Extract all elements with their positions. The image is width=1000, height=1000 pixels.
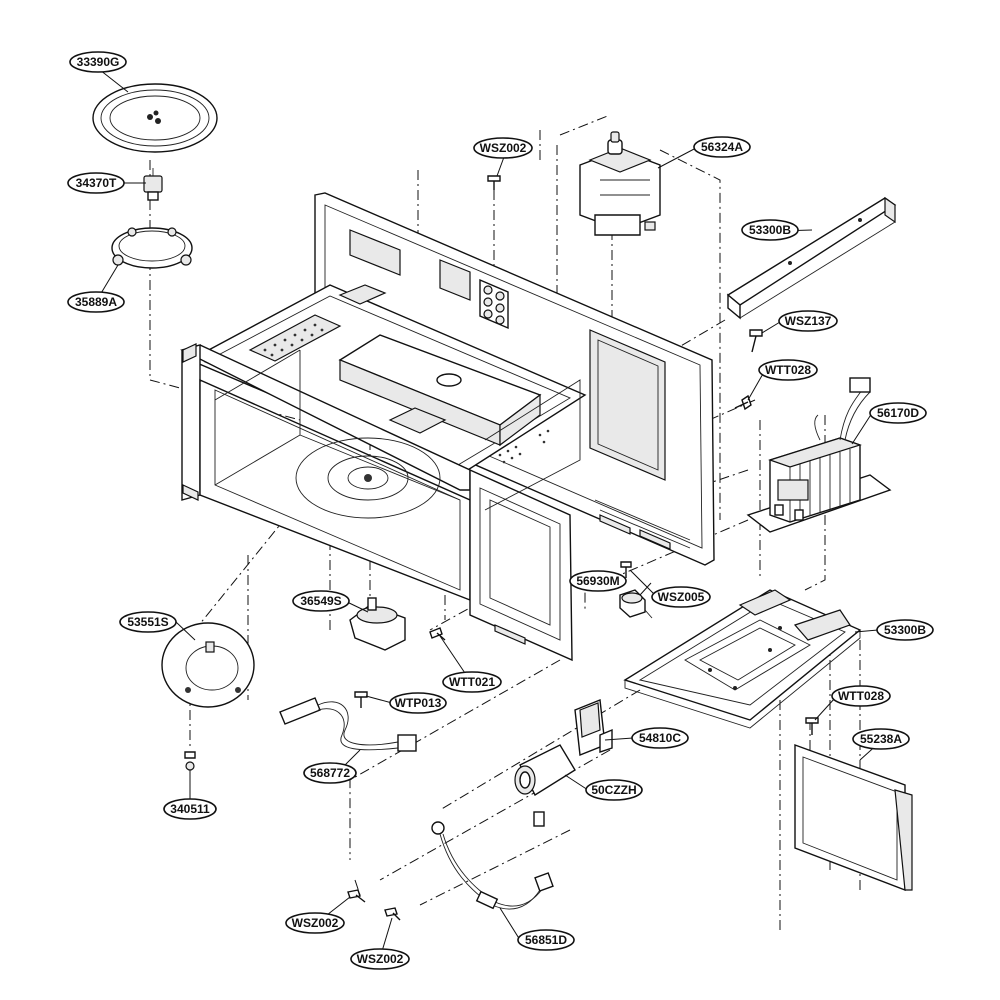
svg-text:33390G: 33390G bbox=[77, 55, 120, 69]
side-cover bbox=[794, 744, 913, 892]
part-label-53300B-top: 53300B bbox=[741, 219, 799, 241]
turntable-tray bbox=[92, 83, 218, 153]
part-label-56170D: 56170D bbox=[869, 402, 927, 424]
svg-text:WSZ002: WSZ002 bbox=[480, 141, 527, 155]
transformer bbox=[746, 377, 892, 533]
coupler-part bbox=[143, 168, 163, 201]
part-label-34370T: 34370T bbox=[67, 172, 125, 194]
svg-text:35889A: 35889A bbox=[75, 295, 117, 309]
part-label-WSZ005: WSZ005 bbox=[651, 586, 711, 608]
svg-text:53300B: 53300B bbox=[749, 223, 791, 237]
svg-text:340511: 340511 bbox=[170, 802, 210, 816]
top-rail bbox=[726, 196, 897, 320]
svg-text:WTT021: WTT021 bbox=[449, 675, 495, 689]
part-label-35889A: 35889A bbox=[67, 291, 125, 313]
thermal-protector bbox=[619, 589, 653, 619]
stirrer-plate bbox=[161, 622, 255, 708]
turntable-motor bbox=[349, 597, 406, 651]
svg-text:53300B: 53300B bbox=[884, 623, 926, 637]
svg-text:WSZ002: WSZ002 bbox=[357, 952, 404, 966]
base-plate bbox=[623, 589, 862, 729]
wire-harness bbox=[279, 697, 417, 752]
part-label-56851D: 56851D bbox=[517, 929, 575, 951]
part-label-56930M: 56930M bbox=[569, 570, 627, 592]
screws bbox=[184, 175, 819, 921]
part-label-33390G: 33390G bbox=[69, 51, 127, 73]
svg-text:36549S: 36549S bbox=[300, 594, 341, 608]
svg-text:WTT028: WTT028 bbox=[765, 363, 811, 377]
part-label-53551S: 53551S bbox=[119, 611, 177, 633]
svg-text:WSZ002: WSZ002 bbox=[292, 916, 339, 930]
svg-text:56324A: 56324A bbox=[701, 140, 743, 154]
leader-lines bbox=[99, 69, 881, 959]
svg-text:56930M: 56930M bbox=[576, 574, 619, 588]
part-label-50CZZH: 50CZZH bbox=[585, 779, 643, 801]
part-label-WTP013: WTP013 bbox=[389, 692, 447, 714]
part-label-56324A: 56324A bbox=[693, 136, 751, 158]
part-label-340511: 340511 bbox=[163, 798, 217, 820]
part-label-568772: 568772 bbox=[303, 762, 357, 784]
magnetron bbox=[579, 131, 661, 236]
svg-text:56851D: 56851D bbox=[525, 933, 567, 947]
part-label-WSZ137: WSZ137 bbox=[778, 310, 838, 332]
part-label-WTT021: WTT021 bbox=[442, 671, 502, 693]
part-label-55238A: 55238A bbox=[852, 728, 910, 750]
wire-assembly bbox=[431, 821, 554, 910]
part-label-53300B-low: 53300B bbox=[876, 619, 934, 641]
part-label-36549S: 36549S bbox=[292, 590, 350, 612]
svg-text:WTT028: WTT028 bbox=[838, 689, 884, 703]
part-label-WTT028-low: WTT028 bbox=[831, 685, 891, 707]
svg-text:568772: 568772 bbox=[310, 766, 350, 780]
part-label-WSZ002-a: WSZ002 bbox=[285, 912, 345, 934]
switch-bracket bbox=[574, 699, 613, 756]
svg-text:50CZZH: 50CZZH bbox=[591, 783, 636, 797]
svg-text:WTP013: WTP013 bbox=[395, 696, 442, 710]
control-frame bbox=[469, 379, 581, 662]
part-label-WSZ002-b: WSZ002 bbox=[350, 948, 410, 970]
svg-text:56170D: 56170D bbox=[877, 406, 919, 420]
part-label-54810C: 54810C bbox=[631, 727, 689, 749]
svg-text:53551S: 53551S bbox=[127, 615, 168, 629]
svg-text:WSZ137: WSZ137 bbox=[785, 314, 832, 328]
part-label-WSZ002-top: WSZ002 bbox=[473, 137, 533, 159]
svg-text:55238A: 55238A bbox=[860, 732, 902, 746]
svg-text:34370T: 34370T bbox=[76, 176, 117, 190]
svg-text:54810C: 54810C bbox=[639, 731, 681, 745]
svg-text:WSZ005: WSZ005 bbox=[658, 590, 705, 604]
part-label-WTT028-top: WTT028 bbox=[758, 359, 818, 381]
oven-cavity bbox=[180, 284, 587, 602]
roller-ring bbox=[111, 227, 193, 269]
capacitor bbox=[514, 744, 576, 827]
